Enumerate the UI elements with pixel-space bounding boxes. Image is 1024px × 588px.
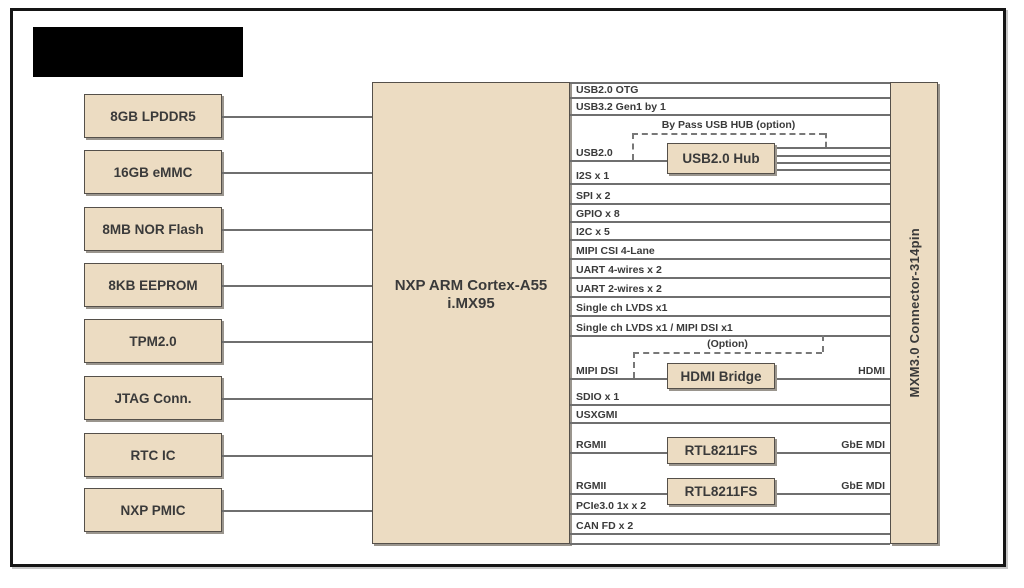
signal-label-rgmii1: RGMII xyxy=(576,439,607,451)
left-box-label: 8MB NOR Flash xyxy=(102,221,204,237)
signal-label-usb2-otg: USB2.0 OTG xyxy=(576,84,639,96)
connection-line xyxy=(222,285,372,287)
outer-frame xyxy=(10,8,1006,567)
signal-label-canfd: CAN FD x 2 xyxy=(576,520,634,532)
hdmi-bridge-label: HDMI Bridge xyxy=(680,368,762,384)
signal-line-spi xyxy=(570,203,890,205)
signal-line-i2c xyxy=(570,239,890,241)
hub-out-line xyxy=(775,169,890,171)
option-dashed-line xyxy=(822,335,824,352)
signal-label-spi: SPI x 2 xyxy=(576,190,611,202)
signal-label-i2c: I2C x 5 xyxy=(576,226,610,238)
signal-line-rgmii1 xyxy=(570,452,667,454)
signal-line-hdmi-out xyxy=(775,378,890,380)
logo-redacted-box xyxy=(33,27,243,77)
hub-out-line xyxy=(775,155,890,157)
signal-line-usb2-to-hub xyxy=(570,160,667,162)
left-box-label: 8GB LPDDR5 xyxy=(110,108,196,124)
hub-out-line xyxy=(775,162,890,164)
phy1-label: RTL8211FS xyxy=(684,443,758,458)
output-label-gbe-mdi2: GbE MDI xyxy=(841,480,885,492)
signal-line-uart2 xyxy=(570,296,890,298)
phy2-label: RTL8211FS xyxy=(684,484,758,499)
connection-line xyxy=(222,229,372,231)
connection-line xyxy=(222,341,372,343)
signal-label-gpio: GPIO x 8 xyxy=(576,208,620,220)
left-box-emmc: 16GB eMMC xyxy=(84,150,222,194)
signal-line-gbe-mdi2 xyxy=(775,493,890,495)
hdmi-bridge-box: HDMI Bridge xyxy=(667,363,775,389)
option-note: (Option) xyxy=(707,338,748,350)
signal-label-lvds: Single ch LVDS x1 xyxy=(576,302,668,314)
signal-label-sdio: SDIO x 1 xyxy=(576,391,620,403)
connection-line xyxy=(222,455,372,457)
signal-label-mipi-csi: MIPI CSI 4-Lane xyxy=(576,245,655,257)
left-box-norflash: 8MB NOR Flash xyxy=(84,207,222,251)
signal-label-mipi-dsi: MIPI DSI xyxy=(576,365,619,377)
left-box-tpm: TPM2.0 xyxy=(84,319,222,363)
connection-line xyxy=(222,116,372,118)
left-box-label: TPM2.0 xyxy=(129,333,177,349)
signal-line-mipi-csi xyxy=(570,258,890,260)
signal-line-sdio xyxy=(570,404,890,406)
left-box-jtag: JTAG Conn. xyxy=(84,376,222,420)
signal-line-pcie xyxy=(570,513,890,515)
left-box-rtc: RTC IC xyxy=(84,433,222,477)
connection-line xyxy=(222,510,372,512)
signal-line-gbe-mdi1 xyxy=(775,452,890,454)
cpu-label-line2: i.MX95 xyxy=(447,295,495,312)
left-box-lpddr5: 8GB LPDDR5 xyxy=(84,94,222,138)
signal-line-usb2-otg xyxy=(570,97,890,99)
signal-label-lvds-dsi: Single ch LVDS x1 / MIPI DSI x1 xyxy=(576,322,733,334)
signal-label-uart4: UART 4-wires x 2 xyxy=(576,264,662,276)
signal-line-usxgmi xyxy=(570,422,890,424)
connection-line xyxy=(222,398,372,400)
signal-label-usxgmi: USXGMI xyxy=(576,409,618,421)
left-box-label: NXP PMIC xyxy=(120,502,186,518)
left-box-eeprom: 8KB EEPROM xyxy=(84,263,222,307)
usb-hub-box: USB2.0 Hub xyxy=(667,143,775,174)
signal-line-lvds-dsi xyxy=(570,335,890,337)
option-dashed-line xyxy=(633,352,635,378)
signal-line-uart4 xyxy=(570,277,890,279)
signal-line-canfd xyxy=(570,533,890,535)
signal-line-lvds xyxy=(570,315,890,317)
output-label-hdmi: HDMI xyxy=(858,365,885,377)
cpu-label-line1: NXP ARM Cortex-A55 xyxy=(394,277,548,294)
signal-label-i2s: I2S x 1 xyxy=(576,170,610,182)
left-box-label: JTAG Conn. xyxy=(114,390,192,406)
signal-label-pcie: PCIe3.0 1x x 2 xyxy=(576,500,647,512)
hub-out-line xyxy=(775,147,890,149)
signal-line-gpio xyxy=(570,221,890,223)
signal-label-usb32: USB3.2 Gen1 by 1 xyxy=(576,101,666,113)
left-box-label: RTC IC xyxy=(130,447,176,463)
phy1-box: RTL8211FS xyxy=(667,437,775,464)
left-box-pmic: NXP PMIC xyxy=(84,488,222,532)
left-box-label: 8KB EEPROM xyxy=(108,277,198,293)
option-dashed-line xyxy=(633,352,822,354)
connection-line xyxy=(222,172,372,174)
cpu-box: NXP ARM Cortex-A55 i.MX95 xyxy=(372,82,570,544)
bypass-dashed-line xyxy=(632,133,825,135)
left-box-label: 16GB eMMC xyxy=(113,164,193,180)
bus-bottom-line xyxy=(570,543,890,545)
mxm-connector-box: MXM3.0 Connector-314pin xyxy=(890,82,938,544)
output-label-gbe-mdi1: GbE MDI xyxy=(841,439,885,451)
connector-label: MXM3.0 Connector-314pin xyxy=(906,228,922,398)
bus-top-line xyxy=(570,82,890,84)
signal-line-usb32 xyxy=(570,114,890,116)
signal-label-usb2: USB2.0 xyxy=(576,147,613,159)
signal-line-rgmii2 xyxy=(570,493,667,495)
signal-label-rgmii2: RGMII xyxy=(576,480,607,492)
signal-line-i2s xyxy=(570,183,890,185)
phy2-box: RTL8211FS xyxy=(667,478,775,505)
signal-line-mipi-dsi xyxy=(570,378,667,380)
bypass-dashed-line xyxy=(632,133,634,160)
bypass-dashed-line xyxy=(825,133,827,147)
bypass-note: By Pass USB HUB (option) xyxy=(661,119,796,131)
usb-hub-label: USB2.0 Hub xyxy=(682,151,760,166)
signal-label-uart2: UART 2-wires x 2 xyxy=(576,283,662,295)
